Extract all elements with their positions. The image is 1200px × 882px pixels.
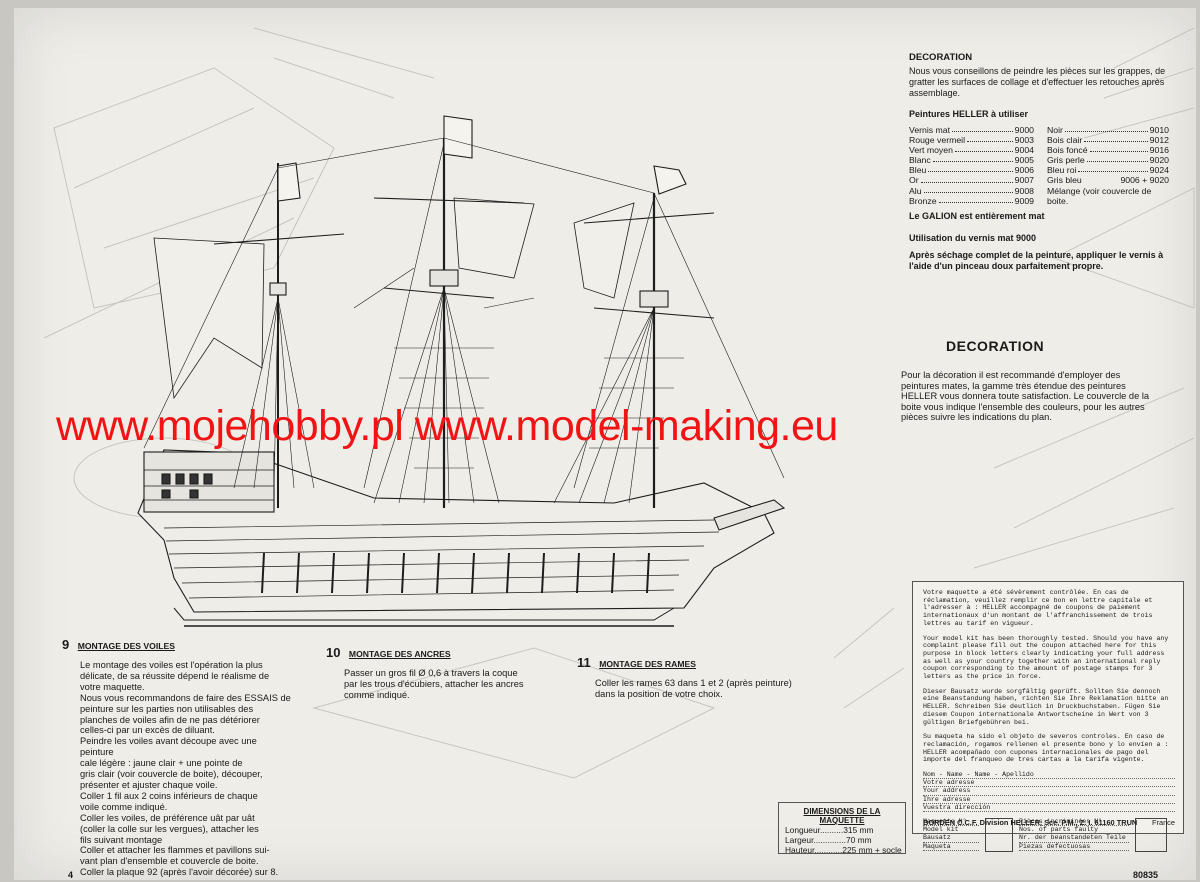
step-line: (coller la colle sur les vergues), attac… xyxy=(80,823,259,834)
step-10: 10 MONTAGE DES ANCRES Passer un gros fil… xyxy=(326,644,526,701)
step-line: Coller les rames 63 dans 1 et 2 (après p… xyxy=(595,678,792,688)
step-line: planches de voiles afin de ne pas détéri… xyxy=(80,714,260,725)
step-11: 11 MONTAGE DES RAMES Coller les rames 63… xyxy=(577,654,807,700)
paint-row: Mélange (voir couvercle de xyxy=(1047,185,1152,196)
step-9: 9 MONTAGE DES VOILES Le montage des voil… xyxy=(62,636,292,878)
dimensions-box: DIMENSIONS DE LA MAQUETTE Longueur......… xyxy=(778,802,906,856)
dimension-row: Longueur..........315 mm xyxy=(785,825,874,835)
claim-address-field: Ihre adresse xyxy=(923,796,1175,804)
parts-number-box[interactable] xyxy=(1135,818,1167,853)
step-line: cale légère : jaune clair + une pointe d… xyxy=(80,758,243,769)
step-number: 9 xyxy=(62,637,70,652)
step-body: Le montage des voiles est l'opération la… xyxy=(80,660,292,878)
step-line: gris clair (voir couvercle de boite), dé… xyxy=(80,769,263,780)
galion-note: Le GALION est entièrement mat xyxy=(909,211,1045,221)
step-line: Coller les voiles, de préférence uât par… xyxy=(80,812,255,823)
kit-ref-labels: Maquette N° Model kit Bausatz Maqueta xyxy=(923,818,979,852)
step-body: Coller les rames 63 dans 1 et 2 (après p… xyxy=(595,678,807,700)
step-line: Coller 1 fil aux 2 coins inférieurs de c… xyxy=(80,790,258,801)
claim-text-de: Dieser Bausatz wurde sorgfältig geprüft.… xyxy=(923,687,1169,726)
claim-address-field: Votre adresse xyxy=(923,779,1175,788)
parts-ref-labels: Pièces incriminées N° Nos. of parts faul… xyxy=(1019,818,1129,852)
step-line: Nous vous recommandons de faire des ESSA… xyxy=(80,692,291,703)
decoration-intro: Nous vous conseillons de peindre les piè… xyxy=(909,66,1166,98)
step-line: Coller la plaque 92 (après l'avoir décor… xyxy=(80,867,279,878)
step-line: Peindre les voiles avant découpe avec un… xyxy=(80,736,257,758)
step-number: 11 xyxy=(577,655,591,670)
step-line: celles-ci par un excès de diluant. xyxy=(80,725,215,736)
page-number-right: 80835 xyxy=(1133,870,1159,880)
step-line: comme indiqué. xyxy=(344,689,410,700)
paints-heading: Peintures HELLER à utiliser xyxy=(909,109,1029,119)
step-line: Passer un gros fil Ø 0,6 à travers la co… xyxy=(344,668,518,678)
claim-address-field: Your address xyxy=(923,787,1175,796)
step-body: Passer un gros fil Ø 0,6 à travers la co… xyxy=(344,668,526,701)
country: France xyxy=(1151,818,1175,827)
claim-name-field: Nom - Name - Name - Apellido xyxy=(923,771,1175,780)
step-line: voile comme indiqué. xyxy=(80,801,168,812)
kit-number-box[interactable] xyxy=(985,818,1013,853)
step-line: dans la position de votre choix. xyxy=(595,688,723,699)
claim-form: Votre maquette a été sévèrement contrôlé… xyxy=(912,581,1184,853)
step-title: MONTAGE DES RAMES xyxy=(599,659,696,669)
step-title: MONTAGE DES VOILES xyxy=(77,641,175,651)
claim-address-field: Vuestra dirección xyxy=(923,804,1175,813)
page-number-left: 4 xyxy=(68,870,74,880)
step-line: délicate, de sa réussite dépend le réali… xyxy=(80,670,270,681)
claim-refs: Maquette N° Model kit Bausatz Maqueta Pi… xyxy=(923,818,1175,853)
instruction-sheet: DECORATION Nous vous conseillons de pein… xyxy=(14,8,1196,880)
step-line: présenter et ajuster chaque voile. xyxy=(80,779,218,790)
step-number: 10 xyxy=(326,645,341,660)
step-title: MONTAGE DES ANCRES xyxy=(348,649,451,659)
galleon-ship-drawing xyxy=(137,115,786,627)
claim-text-fr: Votre maquette a été sévèrement contrôlé… xyxy=(923,589,1153,627)
vernis-note: Utilisation du vernis mat 9000 xyxy=(909,233,1037,243)
decoration2-heading: DECORATION xyxy=(946,338,1045,354)
paint-row: boite. xyxy=(1047,195,1069,206)
dimension-row: Hauteur............225 mm + socle xyxy=(785,845,902,856)
step-line: vant plan d'ensemble et couvercle de boi… xyxy=(80,856,259,867)
step-line: peinture sur les parties non utilisables… xyxy=(80,703,254,714)
step-line: par les trous d'écubiers, attacher les a… xyxy=(344,678,524,689)
dimensions-title: DIMENSIONS DE LA MAQUETTE xyxy=(803,807,881,825)
apres-note: Après séchage complet de la peinture, ap… xyxy=(909,250,1164,271)
decoration2-text: Pour la décoration il est recommandé d'e… xyxy=(901,370,1150,423)
borden-address: BORDEN C.C.F. Division HELLER, Sce. P.M.… xyxy=(923,818,1138,827)
decoration-heading: DECORATION xyxy=(909,52,973,63)
dimension-row: Largeur..............70 mm xyxy=(785,835,872,846)
claim-address-fields[interactable]: Nom - Name - Name - Apellido Votre adres… xyxy=(923,771,1175,813)
step-line: Coller et attacher les flammes et pavill… xyxy=(80,845,270,856)
watermark-text: www.mojehobby.pl www.model-making.eu xyxy=(56,402,838,450)
claim-text-en: Your model kit has been thoroughly teste… xyxy=(923,634,1169,681)
step-line: votre maquette. xyxy=(80,681,145,692)
step-line: fils suivant montage xyxy=(80,834,163,845)
claim-text-es: Su maqueta ha sido el objeto de severos … xyxy=(923,733,1169,764)
step-line: Le montage des voiles est l'opération la… xyxy=(80,660,263,670)
